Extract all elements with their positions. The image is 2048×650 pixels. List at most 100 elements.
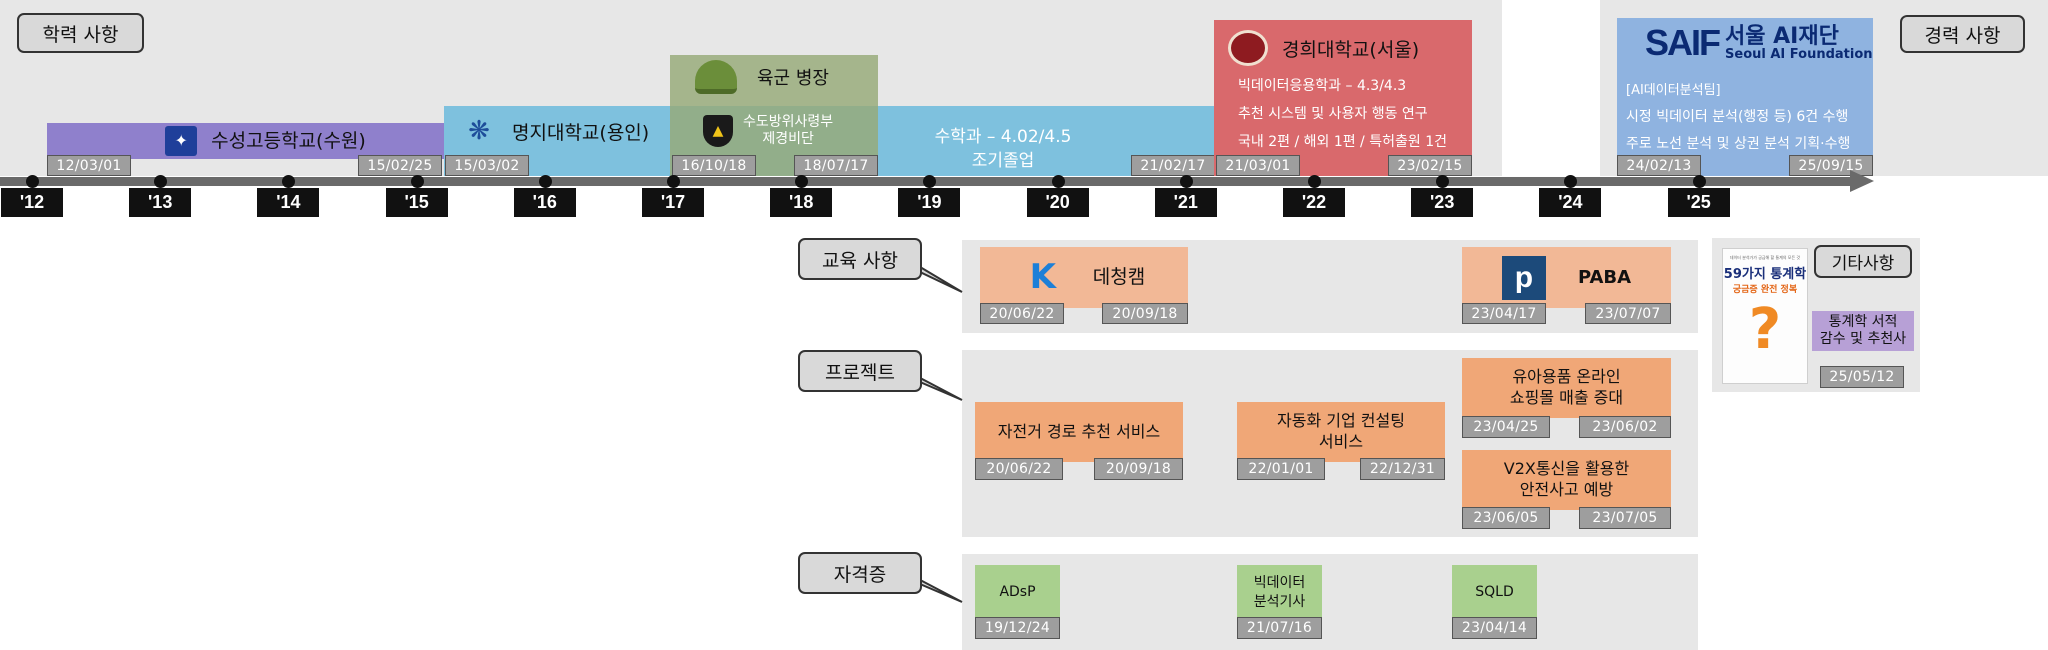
timeline-arrow-head: [1850, 170, 1874, 192]
kyunghee-header: 경희대학교(서울): [1228, 30, 1419, 66]
seoul-ai-logo-mark: SAIF: [1645, 22, 1721, 63]
book-title-line1: 59가지 통계학: [1723, 267, 1807, 282]
kyunghee-start-date: 21/03/01: [1216, 155, 1300, 176]
book-top-text: 데이터 분석가가 궁금해 할 통계의 모든 것: [1729, 255, 1801, 260]
cert-sqld-name: SQLD: [1475, 584, 1514, 601]
project-babyshop-end: 23/06/02: [1579, 416, 1671, 438]
seoul-ai-line3: 주로 노선 분석 및 상권 분석 기획·수행: [1626, 136, 1851, 152]
cert-adsp-box: ADsP: [975, 565, 1060, 620]
cert-bigdata-box: 빅데이터 분석기사: [1237, 565, 1322, 620]
cert-bigdata-line1: 빅데이터: [1253, 575, 1306, 592]
seoul-ai-box: [1617, 18, 1873, 176]
army-start-date: 16/10/18: [672, 155, 756, 176]
training-dechungcam-box: K 데청캠: [980, 247, 1188, 308]
dechungcam-logo-icon: K: [1029, 257, 1056, 298]
timeline-year-label: '13: [129, 188, 192, 217]
project-babyshop-box: 유아용품 온라인 쇼핑몰 매출 증대: [1462, 358, 1671, 418]
etc-section-tag: 기타사항: [1814, 245, 1912, 278]
timeline-dot: [1436, 175, 1450, 188]
timeline-dot: [538, 175, 552, 188]
project-consulting-line1: 자동화 기업 컨설팅: [1277, 411, 1405, 431]
project-babyshop-line2: 쇼핑몰 매출 증대: [1509, 388, 1624, 407]
project-consulting-line2: 서비스: [1318, 432, 1364, 451]
project-consulting-box: 자동화 기업 컨설팅 서비스: [1237, 402, 1445, 462]
project-v2x-end: 23/07/05: [1579, 507, 1671, 529]
highschool-logo-icon: ✦: [165, 126, 198, 156]
book-title-line2: 궁금증 완전 정복: [1732, 285, 1798, 295]
cert-bigdata-date: 21/07/16: [1237, 617, 1322, 639]
certs-section-tag: 자격증: [798, 552, 922, 594]
timeline-year-label: '22: [1283, 188, 1345, 217]
timeline-dot: [1179, 175, 1193, 188]
kyunghee-line1: 빅데이터응용학과 – 4.3/4.3: [1238, 78, 1407, 94]
timeline-year-label: '15: [385, 188, 448, 217]
project-bike-name: 자전거 경로 추천 서비스: [997, 421, 1161, 441]
army-unit-line1: 수도방위사령부: [743, 114, 834, 130]
timeline-dot: [282, 175, 296, 188]
career-section-tag: 경력 사항: [1900, 15, 2025, 53]
training-section-tag: 교육 사항: [798, 238, 922, 280]
projects-section-tag: 프로젝트: [798, 350, 922, 392]
training-dechungcam-end: 20/09/18: [1102, 303, 1188, 324]
project-bike-start: 20/06/22: [975, 458, 1063, 480]
myongji-logo-icon: ❋: [468, 116, 490, 146]
timeline-year-label: '17: [642, 188, 704, 217]
education-section-tag: 학력 사항: [17, 13, 144, 53]
project-consulting-start: 22/01/01: [1237, 458, 1325, 480]
myongji-name: 명지대학교(용인): [512, 121, 650, 144]
timeline-dot: [1051, 175, 1065, 188]
seoul-ai-line1: [AI데이터분석팀]: [1626, 83, 1721, 98]
training-paba-end: 23/07/07: [1585, 303, 1671, 324]
training-paba-name: PABA: [1577, 266, 1632, 288]
project-bike-box: 자전거 경로 추천 서비스: [975, 402, 1183, 462]
timeline-year-label: '16: [513, 188, 576, 217]
cert-sqld-date: 23/04/14: [1452, 617, 1537, 639]
highschool-bar: ✦ 수성고등학교(수원): [47, 123, 444, 159]
timeline-year-label: '18: [770, 188, 833, 217]
timeline-dot: [410, 175, 424, 188]
project-v2x-start: 23/06/05: [1462, 507, 1550, 529]
army-unit-group: ▲ 수도방위사령부 제경비단: [703, 114, 833, 148]
army-unit-emblem-icon: ▲: [703, 114, 733, 147]
paba-logo-icon: p: [1501, 255, 1546, 300]
etc-item-line1: 통계학 서적: [1828, 314, 1898, 331]
book-question-mark-icon: ?: [1748, 297, 1782, 362]
timeline-dot: [26, 175, 39, 188]
highschool-start-date: 12/03/01: [47, 155, 131, 176]
timeline-dot: [1692, 175, 1706, 188]
myongji-start-date: 15/03/02: [445, 155, 529, 176]
training-dechungcam-start: 20/06/22: [980, 303, 1064, 324]
seoul-ai-logo-en: Seoul AI Foundation: [1725, 46, 1873, 62]
helmet-icon: [695, 60, 737, 94]
training-paba-box: p PABA: [1462, 247, 1671, 308]
project-v2x-line2: 안전사고 예방: [1519, 480, 1614, 499]
project-babyshop-line1: 유아용품 온라인: [1512, 367, 1621, 387]
stats-book-cover: 데이터 분석가가 궁금해 할 통계의 모든 것 59가지 통계학 궁금증 완전 …: [1722, 248, 1808, 384]
cert-adsp-name: ADsP: [999, 584, 1036, 601]
timeline-dot: [923, 175, 937, 188]
cert-bigdata-line2: 분석기사: [1253, 593, 1306, 610]
timeline-year-label: '21: [1154, 188, 1217, 217]
timeline-dot: [1564, 175, 1578, 188]
myongji-header: ❋ 명지대학교(용인): [462, 116, 649, 146]
timeline-year-label: '25: [1667, 188, 1730, 217]
army-end-date: 18/07/17: [794, 155, 878, 176]
certs-panel: [962, 554, 1698, 650]
cert-sqld-box: SQLD: [1452, 565, 1537, 620]
army-title: 육군 병장: [757, 68, 829, 89]
training-paba-start: 23/04/17: [1462, 303, 1546, 324]
project-babyshop-start: 23/04/25: [1462, 416, 1550, 438]
project-v2x-box: V2X통신을 활용한 안전사고 예방: [1462, 450, 1671, 510]
project-v2x-line1: V2X통신을 활용한: [1503, 459, 1630, 479]
timeline-year-label: '23: [1411, 188, 1474, 217]
seoul-ai-start-date: 24/02/13: [1617, 155, 1701, 176]
timeline-year-label: '24: [1539, 188, 1602, 217]
army-unit-line2: 제경비단: [762, 130, 814, 147]
timeline-year-label: '14: [257, 188, 320, 217]
kyunghee-logo-icon: [1228, 30, 1268, 66]
seoul-ai-line2: 시정 빅데이터 분석(행정 등) 6건 수행: [1626, 109, 1849, 125]
army-header: 육군 병장: [695, 60, 829, 94]
etc-item-box: 통계학 서적 감수 및 추천사: [1812, 311, 1914, 351]
kyunghee-name: 경희대학교(서울): [1282, 38, 1420, 61]
kyunghee-line2: 추천 시스템 및 사용자 행동 연구: [1238, 106, 1428, 122]
